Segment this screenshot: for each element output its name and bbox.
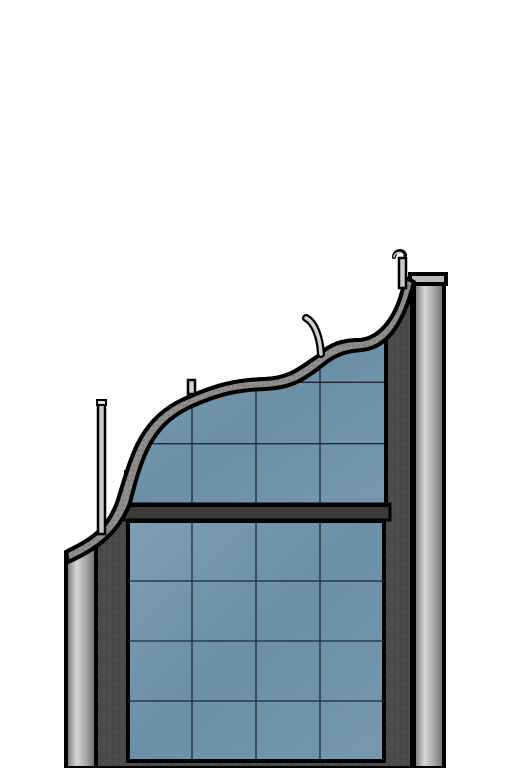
small-stub-icon [186, 378, 197, 396]
lower-window-block [126, 519, 386, 763]
right-pillar [412, 280, 446, 768]
left-pillar [64, 532, 98, 768]
bent-pipe-icon [302, 314, 325, 358]
roof-cornice [64, 276, 416, 564]
hook-vent-icon [392, 249, 408, 290]
left-mast-icon [96, 399, 107, 536]
